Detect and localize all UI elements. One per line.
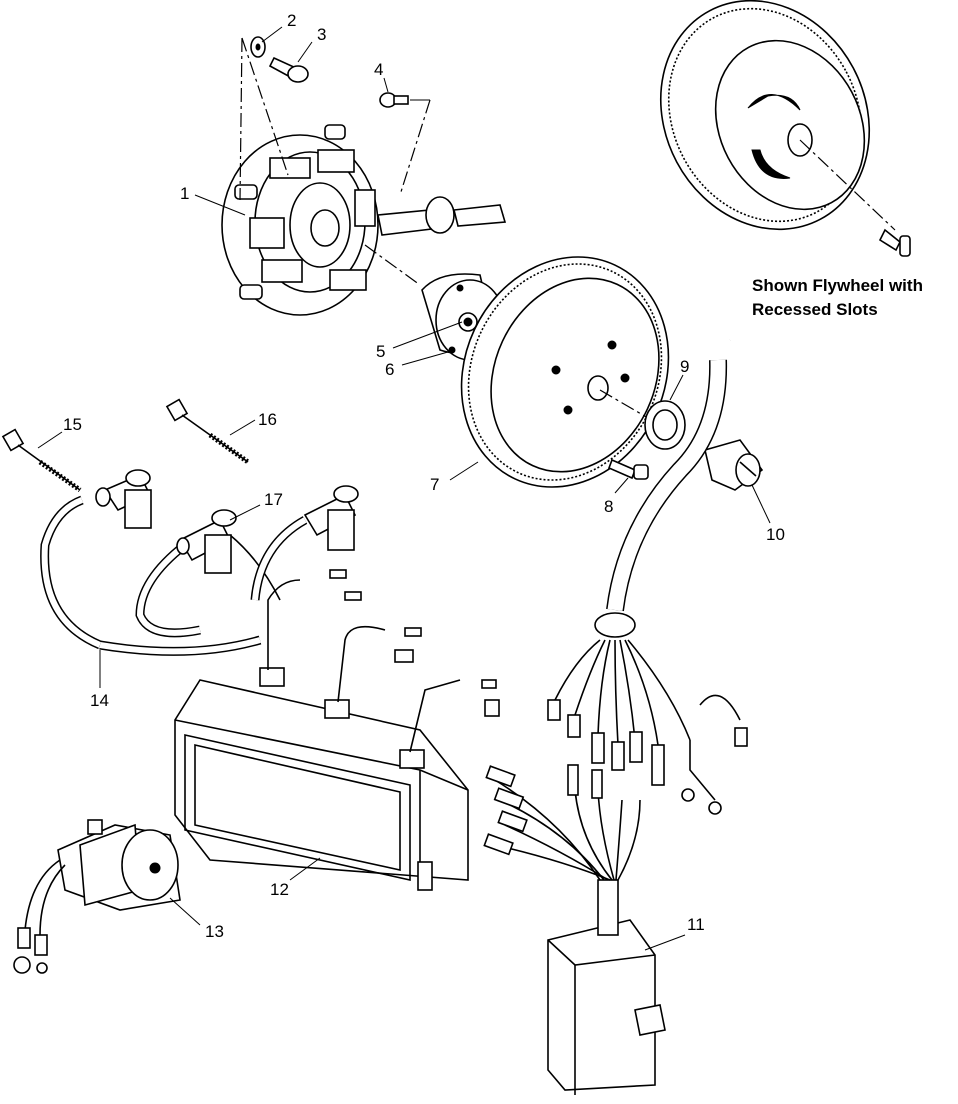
alternate-flywheel-recessed-slots [659, 0, 911, 257]
callout-13: 13 [205, 922, 224, 941]
callout-8: 8 [604, 497, 613, 516]
screw-part-4 [379, 92, 409, 108]
callout-15: 15 [63, 415, 82, 434]
callout-5: 5 [376, 342, 385, 361]
callout-17: 17 [264, 490, 283, 509]
callout-3: 3 [317, 25, 326, 44]
callout-6: 6 [385, 360, 394, 379]
callout-12: 12 [270, 880, 289, 899]
voltage-regulator-part-11 [483, 764, 666, 1095]
flywheel [460, 256, 670, 488]
caption-line-1: Shown Flywheel with [752, 276, 923, 295]
leader-lines [37, 26, 771, 951]
spark-plug-cap-part-17 [95, 469, 359, 574]
callout-14: 14 [90, 691, 109, 710]
screw-part-3 [268, 56, 309, 83]
cable-tie-part-16 [165, 398, 250, 465]
starter-solenoid-part-13 [13, 819, 181, 974]
harness-connector-bundle [547, 612, 748, 815]
callout-2: 2 [287, 11, 296, 30]
callout-10: 10 [766, 525, 785, 544]
callout-1: 1 [180, 184, 189, 203]
callout-7: 7 [430, 475, 439, 494]
callout-9: 9 [680, 357, 689, 376]
grommet-part-10 [704, 439, 764, 491]
callout-4: 4 [374, 60, 383, 79]
callout-11: 11 [687, 915, 705, 934]
callout-labels: 1 2 3 4 5 6 7 8 9 10 11 12 13 14 15 16 1… [63, 11, 785, 941]
bolt-part-8 [607, 458, 649, 480]
caption-line-2: Recessed Slots [752, 300, 878, 319]
washer-part-2 [250, 36, 266, 58]
callout-16: 16 [258, 410, 277, 429]
cable-tie-part-15 [1, 428, 82, 493]
flywheel-caption: Shown Flywheel with Recessed Slots [752, 276, 923, 319]
cdi-box-part-12 [174, 667, 469, 891]
seal-part-9 [644, 400, 686, 450]
